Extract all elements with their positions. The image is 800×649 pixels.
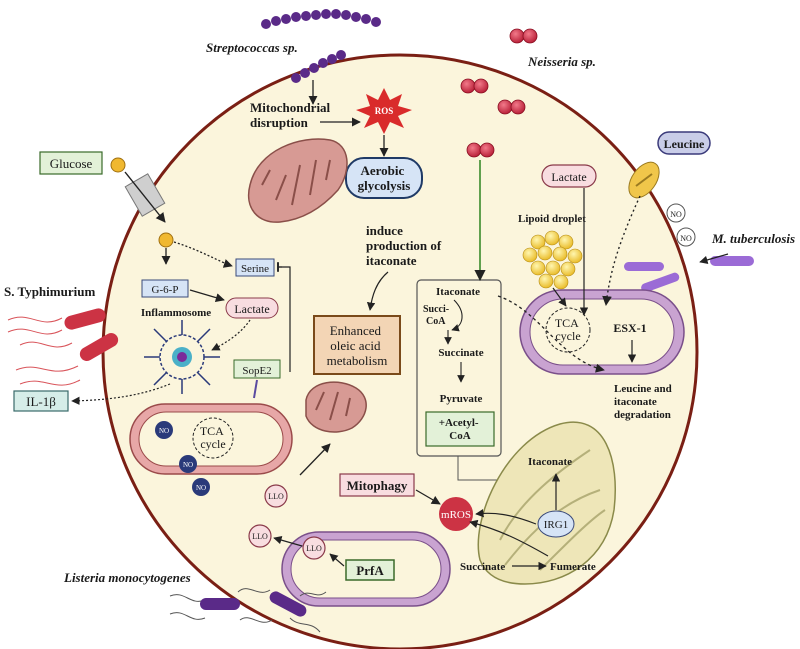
s-typhimurium-bacteria — [7, 308, 119, 386]
inflammosome-label: Inflammosome — [141, 307, 211, 319]
tca-cycle-left — [192, 417, 234, 459]
oleic-acid-box — [313, 315, 401, 375]
mitophagy-box — [339, 473, 415, 497]
mycobacterium-cell — [519, 289, 685, 375]
g6p-badge — [141, 279, 189, 298]
listeria-label: Listeria monocytogenes — [63, 570, 191, 585]
svg-text:NO: NO — [680, 234, 692, 243]
aerobic-glycolysis-box — [345, 157, 423, 199]
glucose-badge — [39, 151, 103, 175]
glucose-molecule-outside — [110, 157, 126, 173]
mitochondrion-mitophagy — [305, 381, 367, 433]
mitophagy-label: Mitophagy — [347, 478, 408, 493]
svg-text:LLO: LLO — [306, 544, 322, 553]
pyruvate-label: Pyruvate — [440, 393, 483, 405]
serine-label: Serine — [241, 263, 269, 275]
lactate-left-badge — [225, 297, 279, 319]
glucose-molecule-inside — [158, 232, 174, 248]
serine-badge — [235, 258, 275, 277]
esx1-label: ESX-1 — [613, 321, 646, 335]
ros-burst — [356, 88, 412, 134]
sope2-badge — [233, 359, 281, 379]
neisseria-diplococci — [460, 28, 538, 158]
leucine-transporter — [628, 161, 660, 199]
no-bubble-2 — [676, 227, 696, 247]
itaconate-pathway-box — [416, 279, 502, 457]
svg-text:LLO: LLO — [252, 532, 268, 541]
streptococcus-label: Streptococcas sp. — [206, 40, 298, 55]
succinate-bottom-label: Succinate — [460, 561, 505, 573]
g6p-label: G-6-P — [152, 284, 179, 296]
leucine-label: Leucine — [664, 137, 705, 151]
svg-text:TCA cycle: TCA cycle — [200, 424, 226, 451]
no-bubble-1 — [666, 203, 686, 223]
svg-text:NO: NO — [670, 210, 682, 219]
glucose-label: Glucose — [50, 156, 93, 171]
svg-text:NO: NO — [183, 461, 193, 469]
lactate-top-badge — [541, 164, 597, 188]
leucine-itaconate-degradation-label: Leucine and itaconate degradation — [614, 383, 675, 421]
no-left-3 — [192, 478, 210, 496]
llo-bubble-3 — [302, 536, 326, 560]
sope2-label: SopE2 — [242, 365, 271, 377]
itaconate-mito-label: Itaconate — [528, 456, 572, 468]
prfa-label: PrfA — [356, 563, 384, 578]
itaconate-box-label: Itaconate — [436, 286, 480, 298]
il1b-badge — [13, 390, 69, 412]
il1b-label: IL-1β — [26, 394, 56, 409]
no-left-2 — [179, 455, 197, 473]
lactate-top-label: Lactate — [551, 170, 586, 184]
salmonella-cell — [129, 403, 293, 475]
aerobic-label: Aerobic — [360, 163, 404, 178]
ros-label: ROS — [375, 106, 394, 116]
mros-bubble — [439, 497, 473, 531]
inflammasome-complex — [144, 320, 220, 394]
lipid-droplet-cluster — [522, 230, 583, 290]
llo-bubble-2 — [248, 524, 272, 548]
lactate-left-label: Lactate — [234, 302, 269, 316]
svg-text:TCA cycle: TCA cycle — [555, 316, 581, 343]
listeria-bacteria — [169, 588, 327, 633]
m-tuberculosis-label: M. tuberculosis — [711, 231, 795, 246]
mitochondrion-disrupted — [247, 138, 348, 223]
mros-label: mROS — [441, 509, 471, 521]
neisseria-label: Neisseria sp. — [527, 54, 596, 69]
svg-text:Enhanced oleic acid me: Enhanced oleic acid metabolism — [327, 323, 388, 368]
acetyl-coa-box — [425, 411, 495, 447]
streptococcus-chain — [261, 9, 381, 83]
succinate-box-label: Succinate — [438, 347, 483, 359]
llo-bubble-1 — [264, 484, 288, 508]
s-typhimurium-label: S. Typhimurium — [4, 284, 95, 299]
irg1-label: IRG1 — [544, 519, 568, 531]
m-tuberculosis-rod — [710, 256, 754, 266]
induce-itaconate-label: induce production of itaconate — [366, 223, 445, 268]
succi-coa-label: Succi- CoA — [423, 304, 452, 327]
svg-text:+Acetyl- CoA: +Acetyl- CoA — [439, 417, 482, 442]
leucine-badge — [657, 131, 711, 155]
mitochondrion-irg1 — [477, 421, 616, 585]
irg1-badge — [537, 510, 575, 538]
fumerate-label: Fumerate — [550, 561, 596, 573]
tca-cycle-right — [545, 307, 591, 353]
svg-text:Aerobic glycolysis: Aerobic glycolysis — [358, 163, 411, 193]
prfa-box — [345, 559, 395, 581]
svg-text:NO: NO — [159, 427, 169, 435]
lipoid-droplet-label: Lipoid droplet — [518, 213, 586, 225]
svg-text:NO: NO — [196, 484, 206, 492]
no-left-1 — [155, 421, 173, 439]
svg-text:LLO: LLO — [268, 492, 284, 501]
